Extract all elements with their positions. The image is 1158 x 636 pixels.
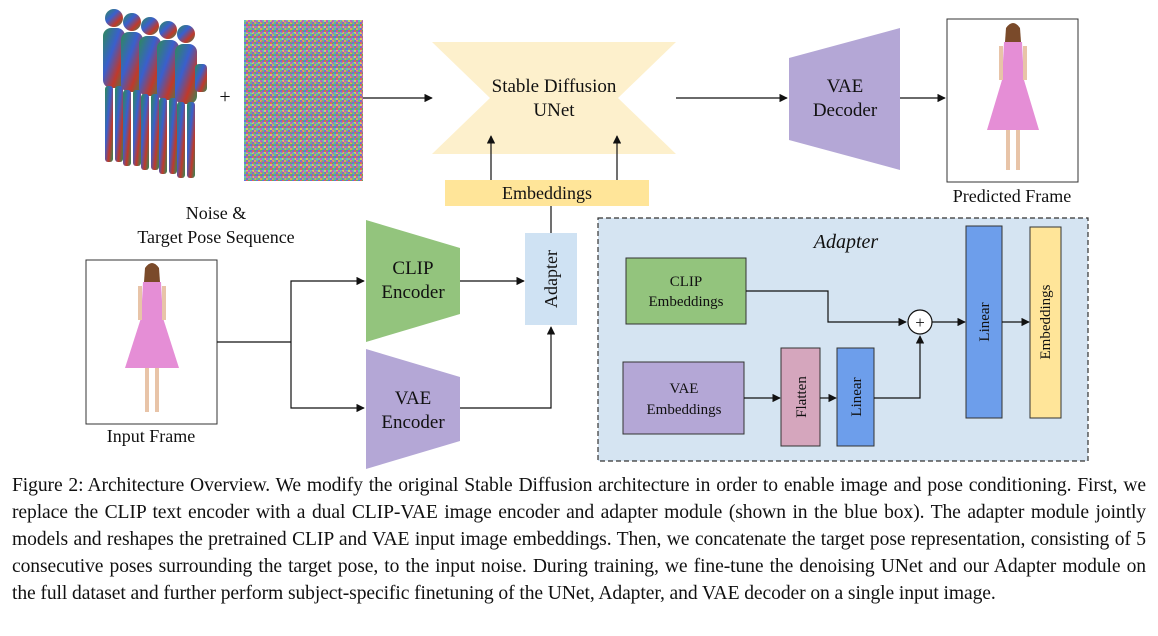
pose-figure <box>139 17 161 170</box>
predicted-frame-label: Predicted Frame <box>953 186 1071 206</box>
vae-encoder-label-line1: VAE <box>395 388 432 409</box>
unet-block <box>432 42 676 154</box>
clip-embeddings-label-line2: Embeddings <box>649 294 724 310</box>
figure-caption: Figure 2:Architecture Overview. We modif… <box>12 472 1146 607</box>
predicted-frame-image <box>946 18 1079 183</box>
pose-figure <box>175 25 207 178</box>
arrow-linear-to-plus <box>874 335 925 399</box>
embeddings-out-block <box>1029 226 1062 419</box>
embeddings-out-label: Embeddings <box>1038 284 1054 359</box>
clip-embeddings-block <box>625 257 747 325</box>
adapter-detail-title: Adapter <box>812 231 879 253</box>
linear-small-label: Linear <box>849 377 865 416</box>
pose-figure <box>157 21 179 174</box>
architecture-diagram: + Noise & Target Pose Sequence Stable Di… <box>85 9 1089 469</box>
figure-caption-label: Figure 2: <box>12 475 84 496</box>
unet-label-line1: Stable Diffusion <box>492 76 617 97</box>
target-pose-label: Target Pose Sequence <box>137 227 294 247</box>
noise-label: Noise & <box>186 203 247 223</box>
vae-decoder-label-line1: VAE <box>827 76 864 97</box>
noise-image <box>244 20 363 181</box>
arrow-input-to-vae <box>290 342 365 413</box>
linear-big-block <box>965 225 1003 419</box>
flatten-label: Flatten <box>794 376 810 418</box>
adapter-small-label: Adapter <box>541 250 561 308</box>
vae-encoder-label-line2: Encoder <box>381 412 445 433</box>
pose-sequence-image <box>103 9 207 178</box>
clip-encoder-block <box>366 220 460 342</box>
figure-caption-text: Architecture Overview. We modify the ori… <box>12 475 1146 604</box>
flatten-block <box>780 347 821 447</box>
adapter-small-block <box>525 233 577 325</box>
clip-encoder-label-line2: Encoder <box>381 282 445 303</box>
pose-figure <box>103 9 125 162</box>
arrow-vae-to-adapter <box>460 326 556 409</box>
vae-embeddings-label-line2: Embeddings <box>647 402 722 418</box>
clip-encoder-label-line1: CLIP <box>392 258 433 279</box>
pose-figure <box>121 13 143 166</box>
embeddings-bar-label: Embeddings <box>502 183 592 203</box>
vae-decoder-label-line2: Decoder <box>813 100 878 121</box>
line-clip-emb-to-plus <box>746 290 907 327</box>
vae-embeddings-label-line1: VAE <box>670 381 699 397</box>
clip-embeddings-label-line1: CLIP <box>670 274 703 290</box>
vae-embeddings-block <box>622 361 745 435</box>
linear-big-label: Linear <box>977 302 993 341</box>
input-frame-image <box>85 259 218 425</box>
plus-circle-label: + <box>915 313 925 332</box>
unet-label-line2: UNet <box>533 100 575 121</box>
plus-sign: + <box>219 86 230 108</box>
input-frame-label: Input Frame <box>107 426 195 446</box>
arrow-input-to-clip <box>290 276 365 342</box>
vae-decoder-block <box>789 28 900 170</box>
vae-encoder-block <box>366 349 460 469</box>
linear-small-block <box>836 347 875 447</box>
embeddings-bar <box>445 180 649 206</box>
